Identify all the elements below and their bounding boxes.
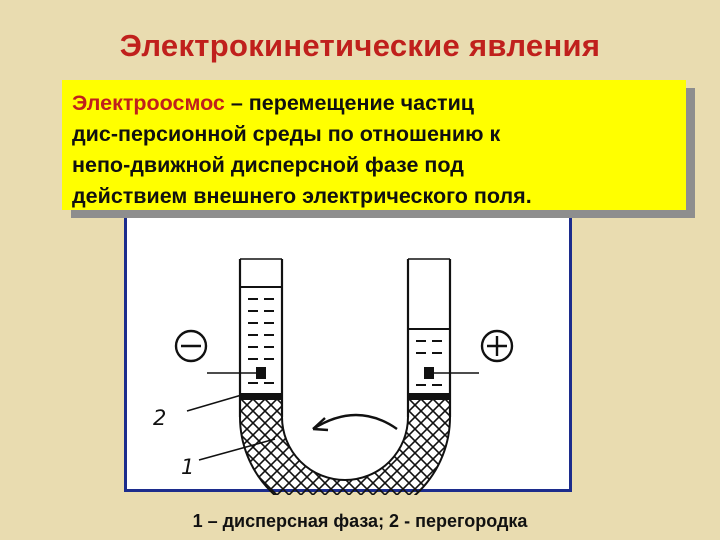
definition-line-3: непо-движной дисперсной фазе под — [72, 153, 464, 177]
electrode-right — [424, 367, 434, 379]
left-tube — [238, 259, 284, 417]
definition-line-4: действием внешнего электрического поля. — [72, 184, 532, 208]
flow-arrow-icon — [312, 413, 398, 432]
label-2: 2 — [153, 406, 166, 430]
liquid-right — [416, 340, 442, 386]
definition-line-1: – перемещение частиц — [224, 91, 474, 115]
page-title: Электрокинетические явления — [119, 28, 601, 63]
liquid-left — [248, 298, 274, 384]
label-1: 1 — [181, 455, 194, 479]
partition-left — [240, 393, 282, 399]
plus-icon — [480, 329, 514, 363]
definition-term: Электроосмос — [72, 91, 225, 115]
dispersed-phase — [239, 398, 451, 495]
diagram-caption: 1 – дисперсная фаза; 2 - перегородка — [192, 511, 528, 531]
right-tube — [406, 259, 452, 417]
definition-line-2: дис-персионной среды по отношению к — [72, 122, 501, 146]
definition-box: Электроосмос – перемещение частиц дис-пе… — [62, 80, 686, 210]
electroosmosis-diagram: 2 1 — [124, 186, 572, 495]
minus-icon — [174, 329, 208, 363]
partition-right — [408, 393, 450, 399]
electrode-left — [256, 367, 266, 379]
